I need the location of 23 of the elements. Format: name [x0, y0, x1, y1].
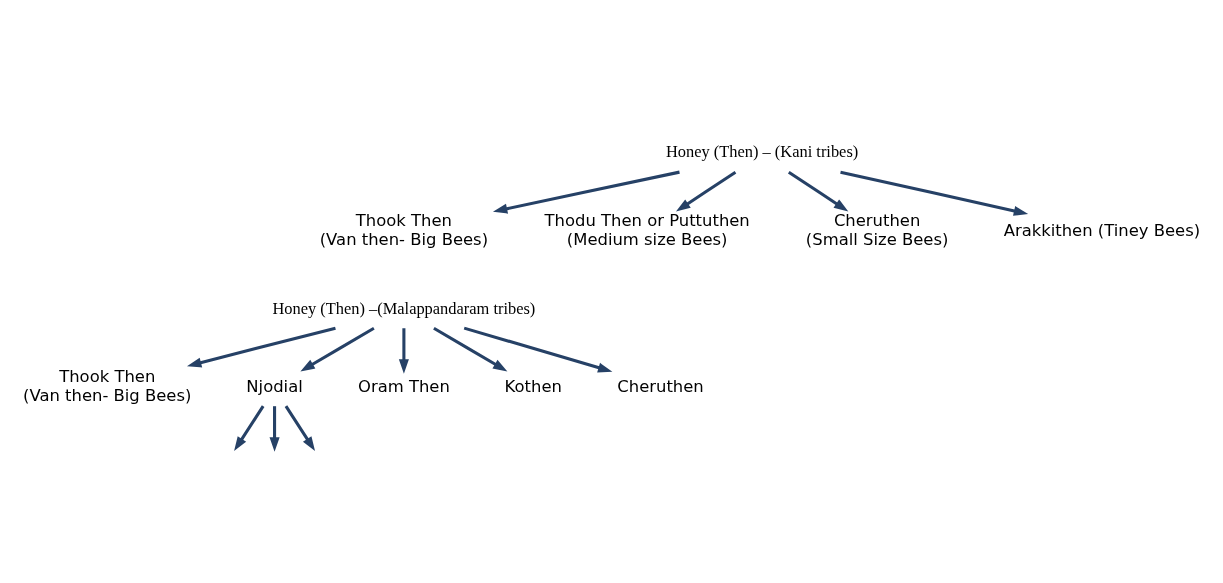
arrow [234, 405, 265, 451]
node-text: Thook Then (Van then- Big Bees) [319, 211, 489, 249]
node-text: Honey (Then) –(Malappandaram tribes) [272, 298, 536, 318]
arrow [284, 405, 316, 451]
arrow [675, 170, 737, 212]
node-text: Arakkithen (Tiney Bees) [1003, 220, 1201, 240]
arrow [398, 328, 409, 374]
arrow [492, 170, 680, 214]
node-text: Oram Then [357, 376, 450, 396]
arrow [186, 326, 336, 368]
arrow [300, 326, 375, 372]
arrow [433, 326, 508, 372]
arrow [840, 170, 1029, 216]
node-text: Thook Then (Van then- Big Bees) [23, 367, 192, 405]
arrow [269, 406, 280, 452]
node-text: Cheruthen (Small Size Bees) [805, 211, 949, 249]
arrow [787, 170, 849, 212]
node-text: Thodu Then or Puttuthen (Medium size Bees) [544, 211, 750, 249]
node-text: Honey (Then) – (Kani tribes) [666, 142, 859, 162]
node-text: Kothen [504, 376, 562, 396]
node-text: Cheruthen [617, 376, 704, 396]
arrow [463, 326, 613, 373]
node-text: Njodial [246, 376, 303, 396]
